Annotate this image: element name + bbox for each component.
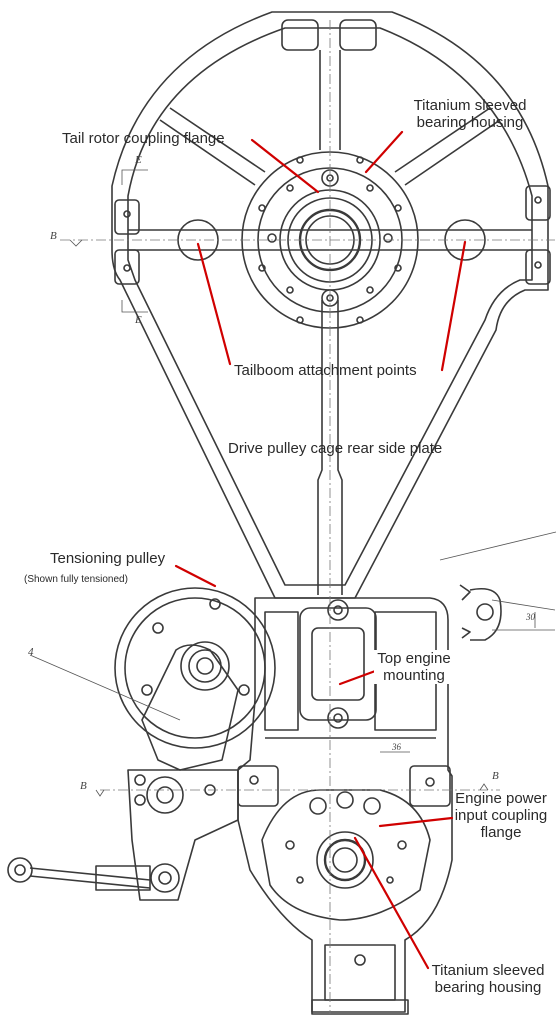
dimension-36: 36 [392,742,401,752]
tensioner-arm [141,644,239,771]
label-drive-pulley-cage: Drive pulley cage rear side plate [228,440,443,457]
section-mark-e-top: E [135,154,142,166]
section-mark-b-right-bottom: B [492,770,499,782]
rod-end [7,857,33,883]
label-line: Engine power [455,790,547,807]
callout-titanium-bottom [353,836,430,970]
label-titanium-sleeved-top: Titanium sleeved bearing housing [400,97,540,131]
label-top-engine-mounting: Top engine mounting [374,650,454,684]
section-mark-b-top: B [50,230,57,242]
bottom-foot [324,944,396,1001]
label-line: Top engine [377,650,451,667]
label-tensioning-note: (Shown fully tensioned) [24,574,128,585]
label-line: Titanium sleeved [413,97,527,114]
ear-right-top [525,185,551,221]
callout-titanium-top [364,130,404,174]
dimension-right: 30 [526,612,535,622]
lower-housing-outline [237,597,453,1013]
top-cutout-left [281,19,319,51]
label-line: mounting [383,667,445,684]
upper-cage-inner [127,27,533,586]
label-line: bearing housing [434,979,542,996]
spoke-vertical [319,50,341,150]
label-line: input coupling [454,807,548,824]
tensioning-pulley [114,587,276,749]
label-tensioning-pulley: Tensioning pulley [50,550,166,567]
label-titanium-sleeved-bottom: Titanium sleeved bearing housing [418,962,558,996]
spoke-left-upper [159,107,266,186]
item-number-4: 4 [28,646,34,658]
central-strut [317,300,343,595]
right-linkage [469,587,502,641]
callout-top-engine [338,668,380,686]
engine-flange-plate [261,789,431,921]
callout-tail-rotor-flange [250,138,320,194]
callout-tailboom-right [440,240,467,372]
section-mark-b-left-bottom: B [80,780,87,792]
top-cutout-right [339,19,377,51]
ear-right-bottom [525,249,551,285]
label-line: flange [480,824,522,841]
label-tail-rotor-coupling-flange: Tail rotor coupling flange [62,130,225,147]
ear-left-top [114,199,140,235]
lower-bearing-ring [316,831,374,889]
label-engine-power-input: Engine power input coupling flange [446,790,556,841]
turnbuckle-rod [29,867,151,889]
section-mark-e-bottom: E [135,314,142,326]
callout-engine-power [378,816,454,828]
label-line: bearing housing [416,114,524,131]
spoke-right-upper [394,107,501,186]
callout-tensioning-pulley [174,564,217,588]
label-tailboom-attachment-points: Tailboom attachment points [234,362,417,379]
tensioner-lever [127,769,239,901]
callout-tailboom-left [196,242,232,366]
ear-left-bottom [114,249,140,285]
label-line: Titanium sleeved [431,962,545,979]
